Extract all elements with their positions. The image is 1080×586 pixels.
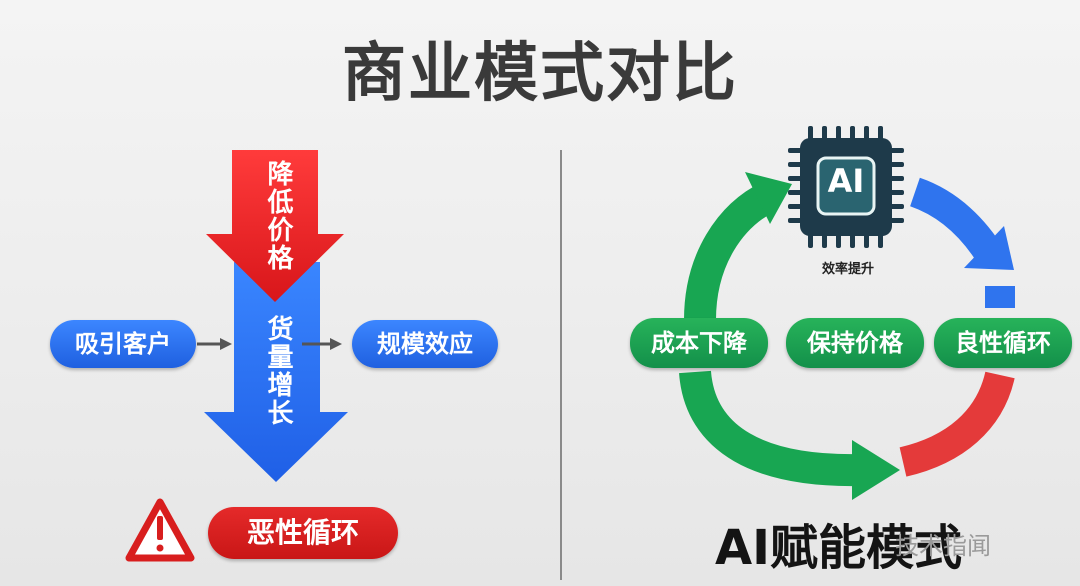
- ai-chip-icon: [788, 126, 904, 248]
- growth-down-arrow: [204, 262, 348, 482]
- cycle-green-upper-arc: [684, 181, 778, 321]
- maintain-price-node: 保持价格: [786, 318, 924, 368]
- scale-effect-node: 规模效应: [352, 320, 498, 368]
- connector-left-arrow: [197, 338, 232, 350]
- ai-mode-title: AI赋能模式: [715, 520, 963, 576]
- page-title: 商业模式对比: [342, 37, 738, 111]
- virtuous-cycle-node: 良性循环: [934, 318, 1072, 368]
- ai-chip-label: AI: [827, 162, 865, 200]
- cycle-blue-arc: [909, 177, 1005, 266]
- vicious-cycle-badge: 恶性循环: [208, 507, 398, 559]
- connector-right-arrow: [302, 338, 342, 350]
- efficiency-caption: 效率提升: [821, 262, 874, 277]
- cycle-red-arc: [899, 371, 1015, 477]
- watermark: 技术指闻: [895, 532, 991, 560]
- price-down-arrow: [206, 150, 344, 302]
- price-down-arrow-label: 降低价格: [263, 160, 293, 272]
- attract-customers-node: 吸引客户: [50, 320, 196, 368]
- cost-down-node: 成本下降: [630, 318, 768, 368]
- warning-icon: [125, 498, 195, 562]
- cycle-green-lower-arc: [679, 370, 861, 487]
- growth-arrow-label: 货量增长: [263, 315, 293, 427]
- section-divider: [560, 150, 562, 580]
